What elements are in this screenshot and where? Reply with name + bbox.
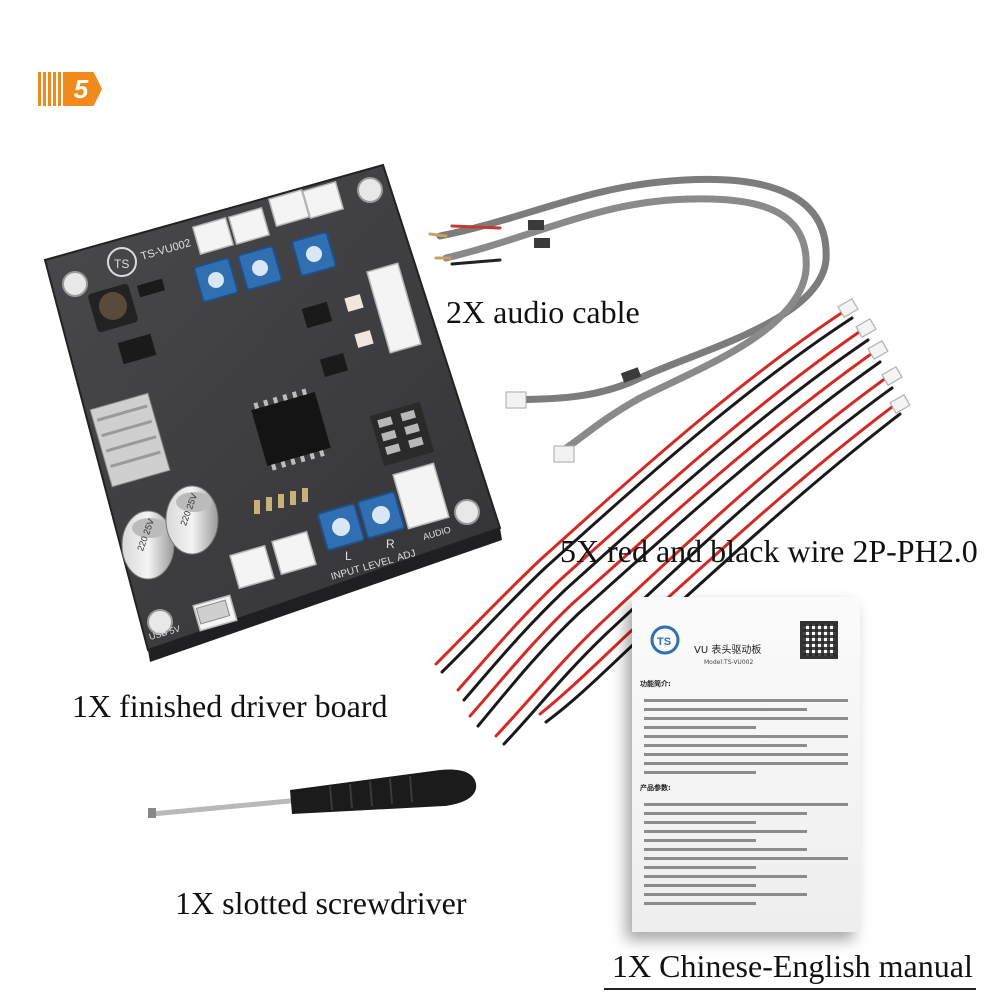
- caption-board: 1X finished driver board: [72, 688, 388, 724]
- board-channel-r: R: [386, 537, 395, 551]
- manual-text-block: [644, 693, 848, 780]
- caption-manual-underline: [604, 988, 976, 990]
- caption-audio-cable: 2X audio cable: [446, 294, 640, 330]
- manual-section-intro: 功能简介:: [640, 680, 671, 688]
- section-badge: 5: [38, 72, 102, 106]
- manual-section-params: 产品参数:: [640, 784, 671, 792]
- driver-board: TS TS-VU002: [43, 163, 502, 662]
- badge-number: 5: [73, 74, 89, 104]
- capacitor-left: 220 25V: [121, 510, 175, 580]
- caption-screwdriver: 1X slotted screwdriver: [175, 885, 467, 921]
- caption-wire: 5X red and black wire 2P-PH2.0: [560, 533, 978, 569]
- ts-logo-icon: TS: [650, 625, 680, 655]
- svg-text:TS: TS: [657, 636, 671, 648]
- badge-stripes: [38, 72, 64, 106]
- board-channel-l: L: [345, 549, 352, 563]
- capacitor-right: 220 25V: [165, 485, 219, 555]
- red-black-wires: [434, 297, 911, 746]
- caption-manual: 1X Chinese-English manual: [612, 948, 973, 984]
- screwdriver: [148, 769, 477, 818]
- board-adj-label: ADJ: [396, 548, 417, 564]
- manual-model: Model:TS-VU002: [704, 659, 754, 666]
- qr-code-icon: [800, 621, 838, 659]
- badge-number-box: [64, 72, 102, 106]
- svg-text:TS: TS: [114, 257, 129, 271]
- audio-cables: [428, 175, 830, 463]
- manual-params-block: [644, 797, 848, 911]
- manual-title: VU 表头驱动板: [694, 645, 762, 656]
- manual-card: TS VU 表头驱动板 Model:TS-VU002 功能简介: 产品参数:: [632, 597, 860, 932]
